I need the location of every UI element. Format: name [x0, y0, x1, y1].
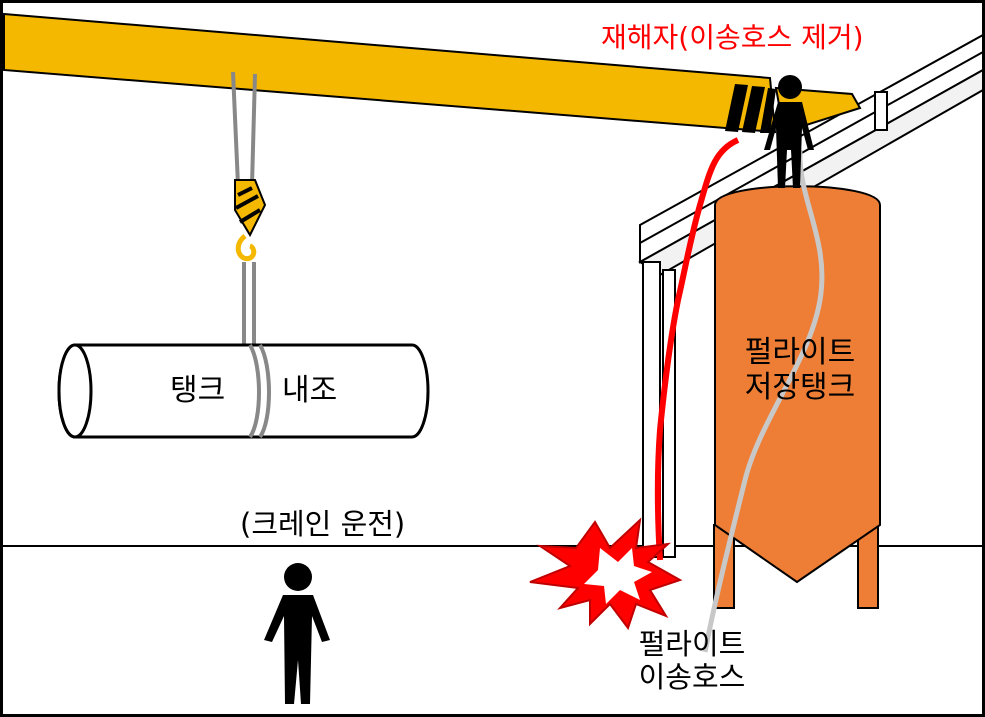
victim-person-icon [764, 75, 814, 188]
tank-label-right: 내조 [282, 373, 338, 408]
hazard-path-line [654, 137, 740, 561]
tank-cylinder [57, 343, 430, 439]
storage-tank-label-line2: 저장탱크 [744, 369, 856, 405]
tank-label-left: 탱크 [170, 373, 226, 408]
perlite-storage-tank [713, 185, 881, 609]
crane-beam [3, 12, 862, 134]
crane-operation-label: (크레인 운전) [240, 507, 406, 541]
crane-operator-person-icon [264, 563, 330, 704]
storage-tank-label: 펄라이트 저장탱크 [720, 335, 880, 405]
hose-label: 펄라이트 이송호스 [612, 627, 772, 695]
transfer-hose [702, 149, 825, 653]
crane-hook-assembly [231, 71, 267, 345]
hose-label-line1: 펄라이트 [638, 627, 746, 661]
explosion-core-icon [584, 548, 652, 604]
storage-tank-label-line1: 펄라이트 [744, 335, 856, 370]
hose-label-line2: 이송호스 [638, 660, 746, 695]
victim-label: 재해자(이송호스 제거) [601, 21, 864, 54]
